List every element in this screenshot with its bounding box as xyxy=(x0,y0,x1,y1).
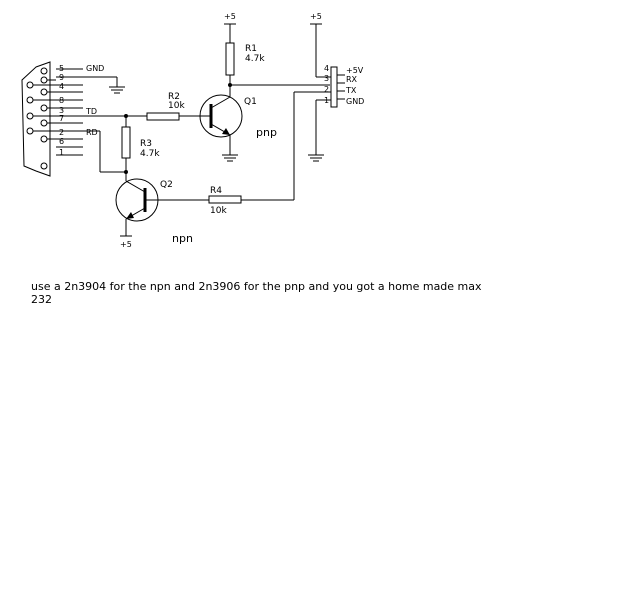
db9-pin-number: 4 xyxy=(59,82,64,91)
r1-value: 4.7k xyxy=(245,54,265,64)
r1-name: R1 xyxy=(245,44,257,54)
header-signal-label: TX xyxy=(345,86,357,95)
q1-name: Q1 xyxy=(244,97,257,107)
q2-type: npn xyxy=(172,232,193,245)
db9-pin-number: 5 xyxy=(59,64,64,73)
rd-signal-label: RD xyxy=(86,128,98,137)
db9-pin-number: 2 xyxy=(59,128,64,137)
resistor-r4 xyxy=(208,195,242,204)
r3-value: 4.7k xyxy=(140,149,160,159)
gnd-signal-label: GND xyxy=(86,64,104,73)
db9-pin-number: 8 xyxy=(59,96,64,105)
ground-symbol-header xyxy=(308,154,324,162)
header-supply-label: +5 xyxy=(310,12,322,21)
db9-pin-number: 7 xyxy=(59,114,64,123)
header-signal-label: RX xyxy=(346,75,358,84)
td-signal-label: TD xyxy=(85,107,97,116)
r2-name: R2 xyxy=(168,92,180,102)
q2-supply-label: +5 xyxy=(120,240,132,249)
db9-pins xyxy=(26,76,56,143)
db9-pin-number: 9 xyxy=(59,73,64,82)
db9-pin-number: 6 xyxy=(59,137,64,146)
transistor-q2 xyxy=(115,178,159,222)
resistor-r3 xyxy=(121,126,131,159)
db9-pin-number: 1 xyxy=(59,148,64,157)
ground-symbol-q1 xyxy=(222,154,238,162)
q1-type: pnp xyxy=(256,126,277,139)
ground-symbol-db9 xyxy=(109,77,125,94)
r4-value: 10k xyxy=(210,206,227,216)
header-signal-label: +5V xyxy=(346,66,364,75)
q2-name: Q2 xyxy=(160,180,173,190)
header-pin-number: 2 xyxy=(324,85,329,94)
r3-name: R3 xyxy=(140,139,152,149)
serial-header xyxy=(330,66,345,108)
header-pin-number: 4 xyxy=(324,64,329,73)
resistor-r1 xyxy=(225,42,235,76)
header-pin-number: 3 xyxy=(324,74,329,83)
usage-note: use a 2n3904 for the npn and 2n3906 for … xyxy=(31,280,482,306)
header-signal-label: GND xyxy=(346,97,364,106)
r4-name: R4 xyxy=(210,186,222,196)
r2-value: 10k xyxy=(168,101,185,111)
resistor-r2 xyxy=(146,112,180,121)
transistor-q1 xyxy=(199,94,243,138)
db9-pin-number: 3 xyxy=(59,106,64,115)
db9-connector xyxy=(21,61,51,177)
r1-supply-label: +5 xyxy=(224,12,236,21)
